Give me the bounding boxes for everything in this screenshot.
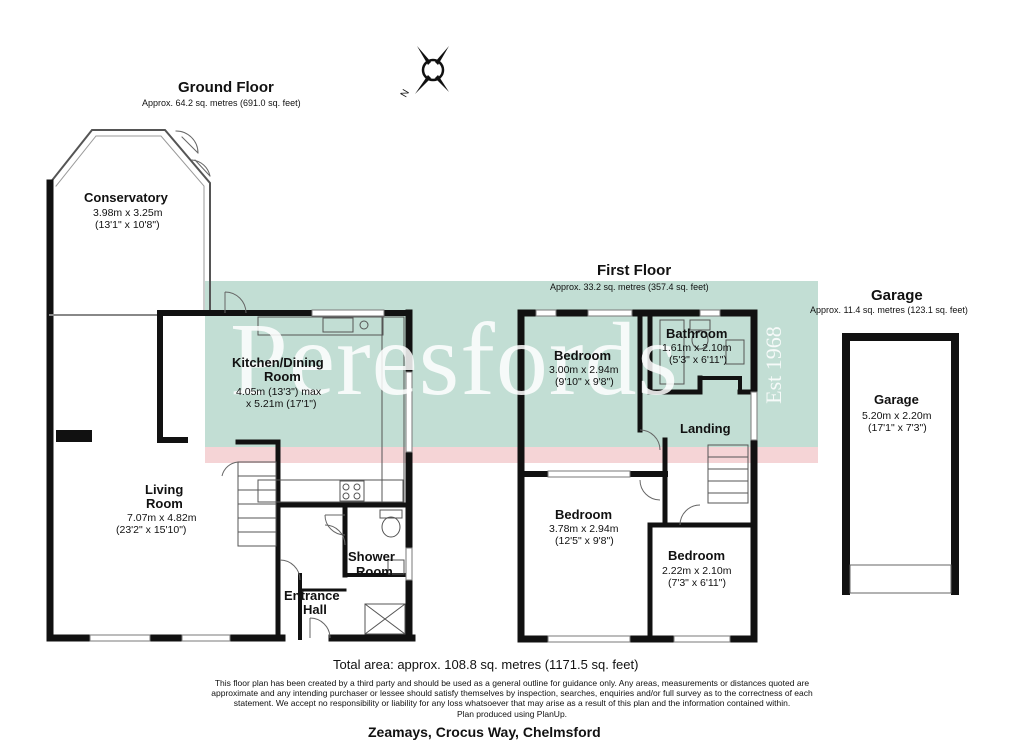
ground-floor-area: Approx. 64.2 sq. metres (691.0 sq. feet) xyxy=(142,98,301,108)
shower-room-name-line1: Shower xyxy=(348,549,395,564)
garage-room-name: Garage xyxy=(874,392,919,407)
disclaimer-text: This floor plan has been created by a th… xyxy=(211,678,813,709)
conservatory-dim-metric: 3.98m x 3.25m xyxy=(93,207,163,219)
ground-floor-walls xyxy=(46,129,416,642)
kitchen-name-line1: Kitchen/Dining xyxy=(232,355,324,370)
bedroom3-dim-metric: 2.22m x 2.10m xyxy=(662,565,732,577)
bedroom3-dim-imperial: (7'3" x 6'11") xyxy=(668,577,726,589)
first-floor-fixtures xyxy=(639,319,749,526)
bathroom-dim-metric: 1.61m x 2.10m xyxy=(662,342,732,354)
kitchen-name-line2: Room xyxy=(264,369,301,384)
garage-walls xyxy=(842,333,959,595)
conservatory-name: Conservatory xyxy=(84,190,168,205)
landing-name: Landing xyxy=(680,421,731,436)
ground-floor-windows xyxy=(89,309,413,642)
shower-room-name-line2: Room xyxy=(356,564,393,579)
conservatory-door xyxy=(175,130,199,154)
living-room-dim-imperial: (23'2" x 15'10") xyxy=(116,524,187,536)
total-area: Total area: approx. 108.8 sq. metres (11… xyxy=(333,657,639,672)
garage-dim-imperial: (17'1" x 7'3") xyxy=(868,422,927,434)
bedroom2-dim-imperial: (12'5" x 9'8") xyxy=(555,535,614,547)
compass-icon xyxy=(415,46,449,94)
bathroom-dim-imperial: (5'3" x 6'11") xyxy=(669,354,727,366)
bedroom2-name: Bedroom xyxy=(555,507,613,522)
bedroom1-dim-imperial: (9'10" x 9'8") xyxy=(555,376,614,388)
first-floor-title: First Floor xyxy=(597,262,672,279)
bedroom2-dim-metric: 3.78m x 2.94m xyxy=(549,523,619,535)
entrance-hall-name-line2: Hall xyxy=(303,602,327,617)
garage-title: Garage xyxy=(871,287,923,304)
first-floor-area: Approx. 33.2 sq. metres (357.4 sq. feet) xyxy=(550,282,709,292)
bedroom3-name: Bedroom xyxy=(668,548,726,563)
garage-dim-metric: 5.20m x 2.20m xyxy=(862,410,932,422)
living-room-name-line2: Room xyxy=(146,496,183,511)
living-room-name-line1: Living xyxy=(145,482,184,497)
kitchen-dim-line2: x 5.21m (17'1") xyxy=(246,398,317,410)
ground-floor-title: Ground Floor xyxy=(178,79,274,96)
bathroom-name: Bathroom xyxy=(666,326,728,341)
garage-outline xyxy=(842,333,959,595)
conservatory-dim-imperial: (13'1" x 10'8") xyxy=(95,219,160,231)
watermark-est: Est 1968 xyxy=(760,326,786,404)
living-room-dim-metric: 7.07m x 4.82m xyxy=(127,512,197,524)
disclaimer: This floor plan has been created by a th… xyxy=(196,678,828,719)
watermark-band xyxy=(205,281,818,447)
garage-area: Approx. 11.4 sq. metres (123.1 sq. feet) xyxy=(810,305,968,315)
bedroom1-name: Bedroom xyxy=(554,348,612,363)
first-floor-windows xyxy=(535,309,758,643)
ground-floor-fixtures xyxy=(221,291,406,639)
bedroom1-dim-metric: 3.00m x 2.94m xyxy=(549,364,619,376)
watermark-brand: Peresfords xyxy=(230,302,680,417)
kitchen-dim-line1: 4.05m (13'3") max xyxy=(236,386,322,398)
watermark-band-bottom xyxy=(205,447,818,463)
property-address: Zeamays, Crocus Way, Chelmsford xyxy=(368,724,601,740)
plan-produced-note: Plan produced using PlanUp. xyxy=(456,708,568,719)
conservatory-outline xyxy=(48,129,211,314)
entrance-hall-name-line1: Entrance xyxy=(284,588,340,603)
first-floor-walls xyxy=(517,309,758,643)
